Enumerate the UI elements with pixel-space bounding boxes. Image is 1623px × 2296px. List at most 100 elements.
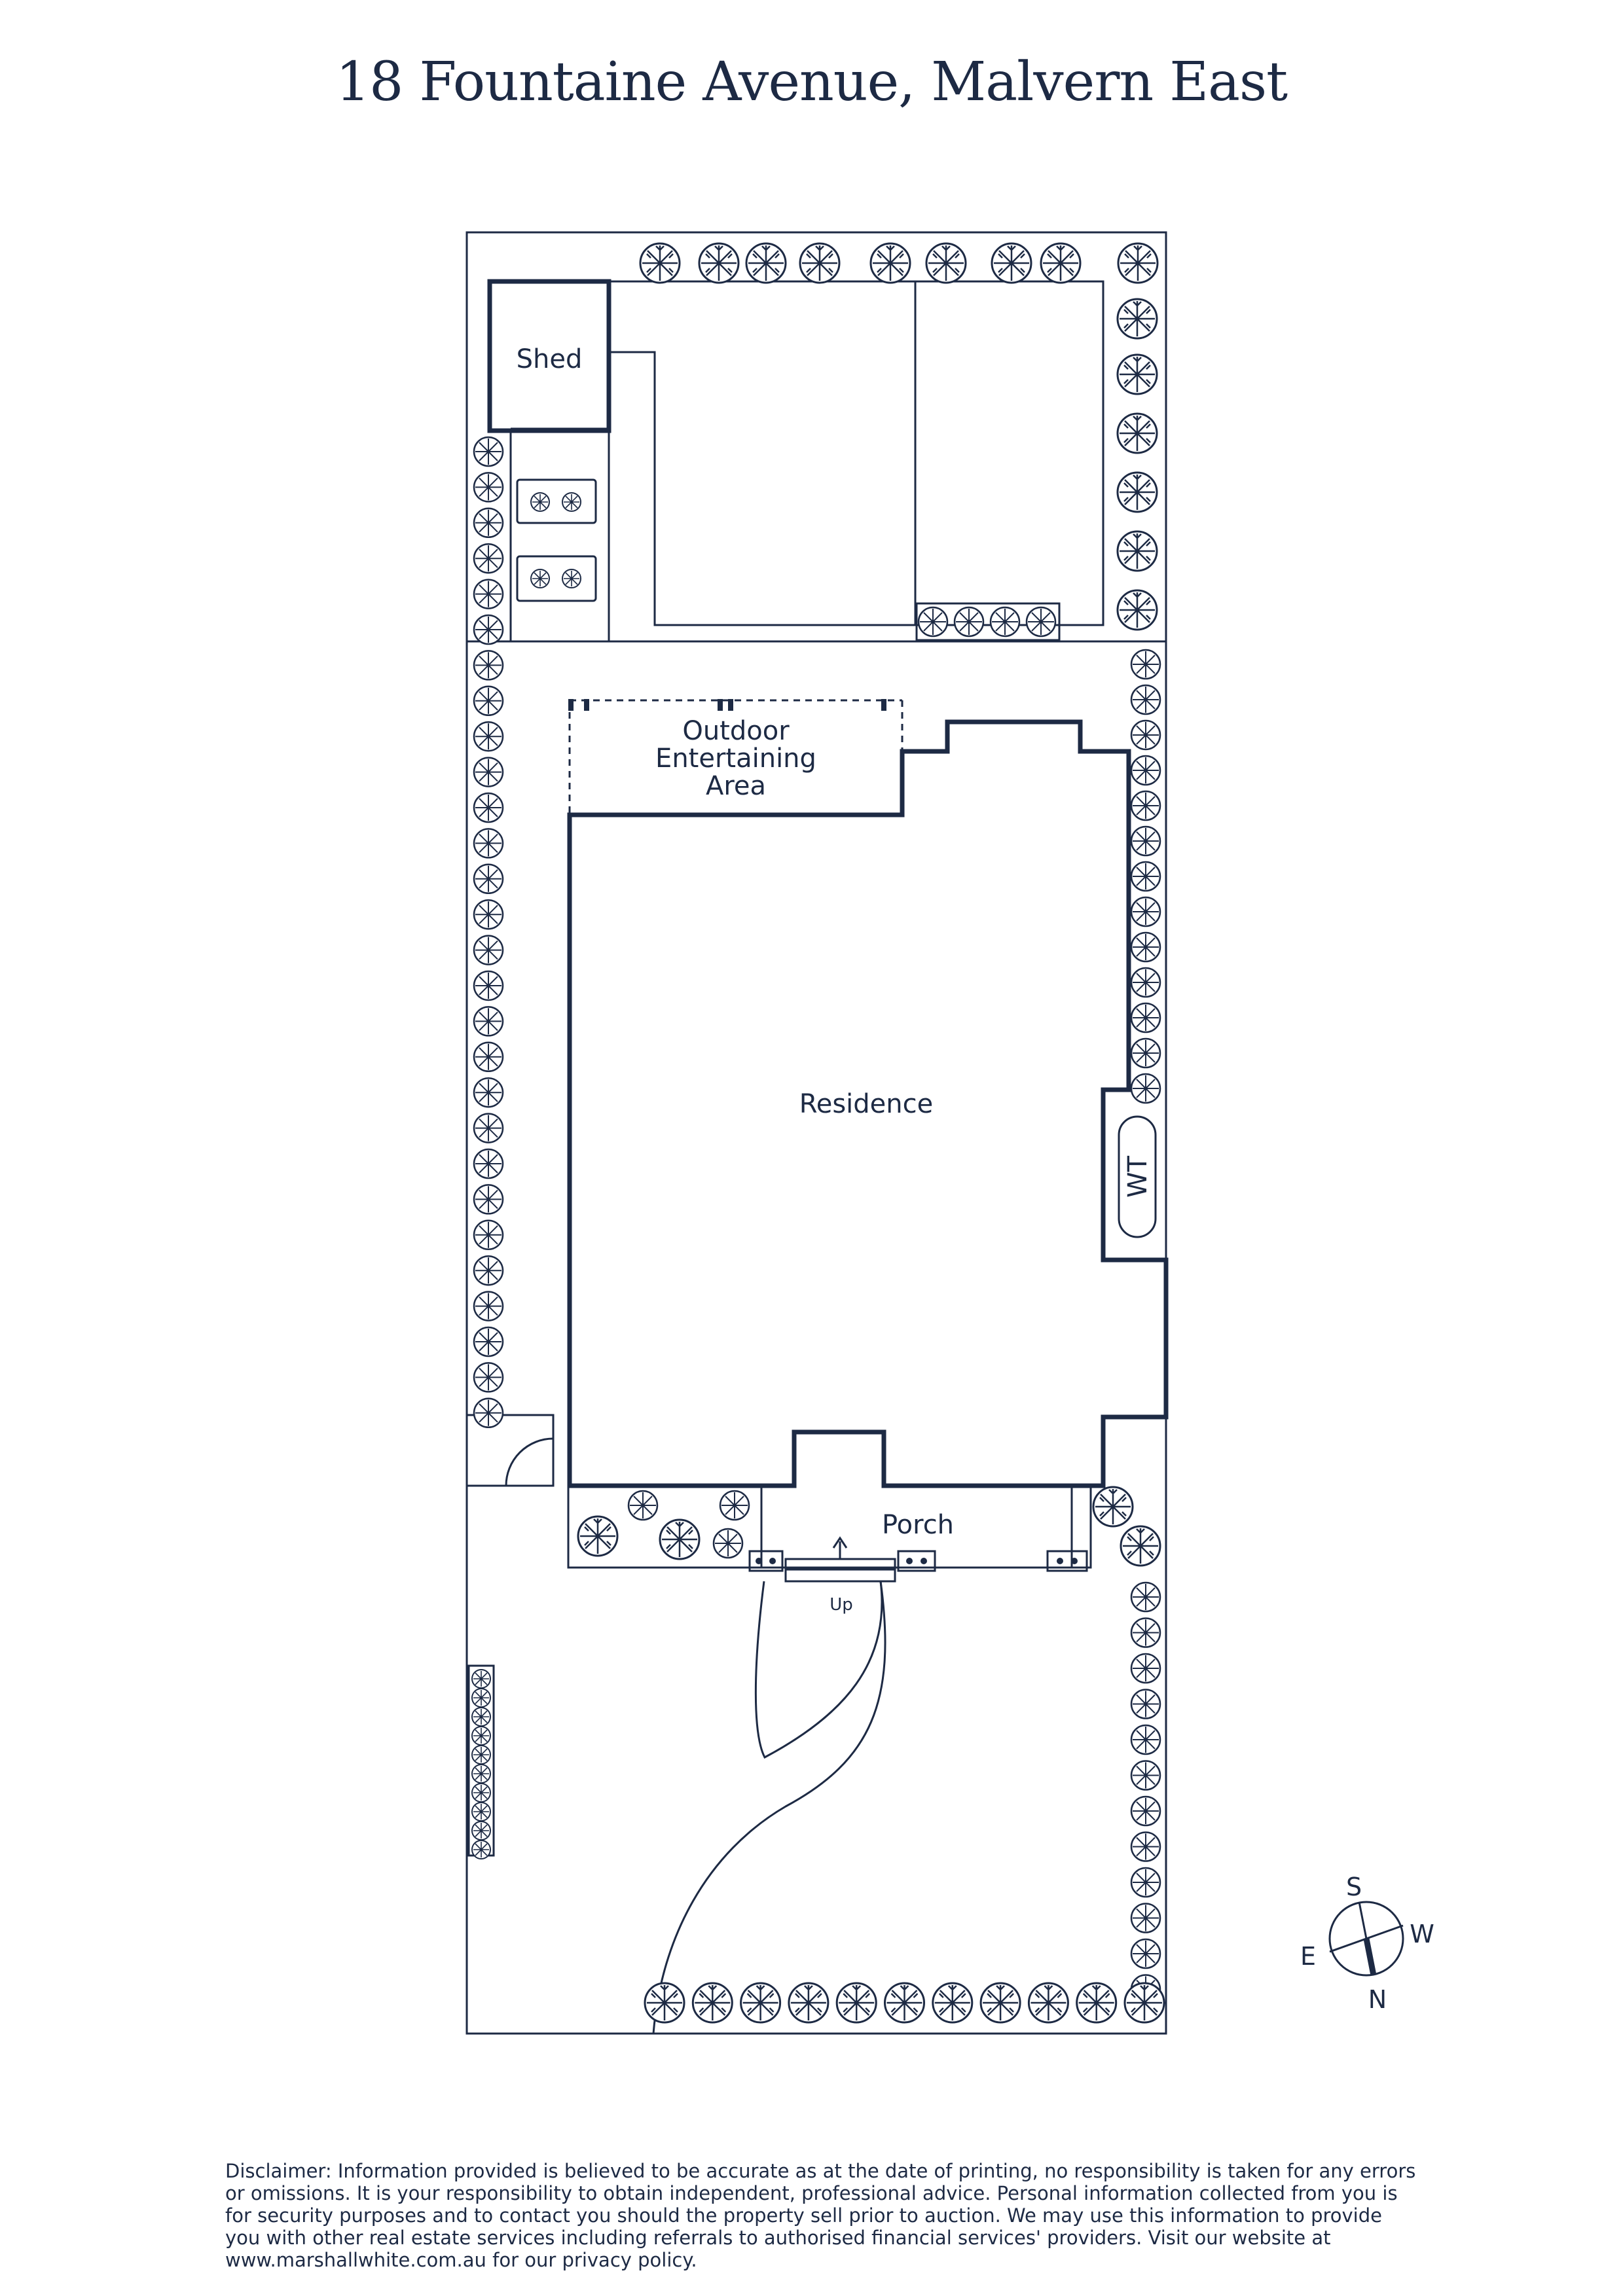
stairs-up-label: Up	[830, 1595, 853, 1615]
tree-icon	[473, 1006, 504, 1037]
tree-icon	[740, 1982, 782, 2024]
tree-icon	[473, 1326, 504, 1357]
property-boundary	[465, 231, 1167, 2035]
tree-icon	[1130, 1938, 1161, 1969]
planter-bed	[915, 602, 1061, 641]
tree-icon	[473, 1255, 504, 1286]
trees-pots	[530, 492, 581, 588]
tree-icon	[471, 1840, 491, 1859]
tree-icon	[473, 1397, 504, 1429]
tree-icon	[473, 970, 504, 1001]
outdoor-label-1: Outdoor	[682, 716, 790, 746]
tree-icon	[1130, 790, 1161, 821]
tree-icon	[471, 1764, 491, 1784]
tree-icon	[473, 472, 504, 503]
tree-icon	[473, 685, 504, 717]
tree-icon	[1130, 825, 1161, 857]
tree-icon	[471, 1802, 491, 1821]
tree-icon	[471, 1745, 491, 1765]
disclaimer-text: Disclaimer: Information provided is beli…	[225, 2160, 1416, 2271]
tree-icon	[884, 1982, 925, 2024]
tree-icon	[473, 721, 504, 752]
outdoor-label-2: Entertaining	[655, 744, 816, 774]
residence-label: Residence	[799, 1089, 934, 1119]
tree-icon	[979, 1982, 1021, 2024]
shed-outline	[487, 279, 611, 433]
tree-icon	[1130, 1653, 1161, 1684]
tree-icon	[471, 1688, 491, 1708]
compass-s: S	[1346, 1873, 1362, 1901]
tree-icon	[473, 1077, 504, 1108]
tree-icon	[473, 1148, 504, 1179]
tree-icon	[1130, 649, 1161, 680]
trees-porch-garden	[577, 1486, 1161, 1567]
tree-icon	[1076, 1982, 1118, 2024]
tree-icon	[473, 579, 504, 609]
porch-label: Porch	[882, 1510, 954, 1540]
tree-icon	[1130, 1002, 1161, 1033]
tree-icon	[471, 1707, 491, 1727]
page-title: 18 Fountaine Avenue, Malvern East	[335, 51, 1288, 113]
trees-left-column	[473, 436, 504, 1429]
tree-icon	[473, 1362, 504, 1393]
tree-icon	[1027, 1982, 1069, 2024]
residence-outline	[567, 719, 1169, 1488]
tree-icon	[473, 899, 504, 930]
tree-icon	[1130, 1689, 1161, 1719]
tree-icon	[644, 1982, 685, 2024]
tree-icon	[1130, 1795, 1161, 1827]
compass-ring	[1328, 1901, 1404, 1977]
tree-icon	[471, 1669, 491, 1689]
tree-icon	[473, 828, 504, 859]
tree-icon	[473, 1184, 504, 1215]
trees-top-row	[639, 242, 1159, 284]
tree-icon	[471, 1726, 491, 1746]
tree-icon	[1130, 755, 1161, 786]
tree-icon	[471, 1821, 491, 1840]
tree-icon	[473, 935, 504, 965]
tree-icon	[473, 614, 504, 645]
tree-icon	[473, 1219, 504, 1251]
tree-icon	[473, 792, 504, 823]
tree-icon	[1130, 719, 1161, 751]
tree-icon	[1130, 931, 1161, 963]
tree-icon	[473, 650, 504, 681]
tree-icon	[1130, 1867, 1161, 1898]
compass-n: N	[1368, 1985, 1387, 2014]
trees-right-upper	[1116, 298, 1158, 631]
tree-icon	[1130, 1073, 1161, 1104]
compass: S W E N	[1300, 1873, 1434, 2014]
trees-bottom-row	[644, 1982, 1165, 2024]
water-tank-label: WT	[1123, 1155, 1153, 1198]
tree-icon	[1130, 861, 1161, 892]
tree-icon	[473, 507, 504, 539]
tree-icon	[1130, 1617, 1161, 1648]
compass-north-needle	[1363, 1938, 1377, 1976]
tree-icon	[1130, 1724, 1161, 1755]
trees-right-middle	[1130, 649, 1161, 1104]
tree-icon	[788, 1982, 830, 2024]
tree-icon	[473, 1041, 504, 1073]
tree-icon	[1130, 1903, 1161, 1933]
tree-icon	[1130, 967, 1161, 998]
tree-icon	[473, 1113, 504, 1143]
tree-icon	[1130, 684, 1161, 715]
trees-left-small	[471, 1669, 491, 1859]
outdoor-label-3: Area	[706, 771, 766, 801]
trees-right-lower	[1130, 1581, 1161, 2005]
tree-icon	[835, 1982, 877, 2024]
tree-icon	[473, 1291, 504, 1321]
tree-icon	[1130, 1760, 1161, 1791]
tree-icon	[1123, 1982, 1165, 2024]
shed-label: Shed	[517, 344, 583, 374]
tree-icon	[473, 863, 504, 895]
trees-planter	[917, 606, 1057, 637]
tree-icon	[1130, 1831, 1161, 1862]
tree-icon	[1130, 1037, 1161, 1069]
tree-icon	[473, 757, 504, 787]
tree-icon	[473, 436, 504, 467]
tree-icon	[1130, 896, 1161, 927]
water-tank	[1118, 1115, 1157, 1238]
tree-icon	[932, 1982, 974, 2024]
